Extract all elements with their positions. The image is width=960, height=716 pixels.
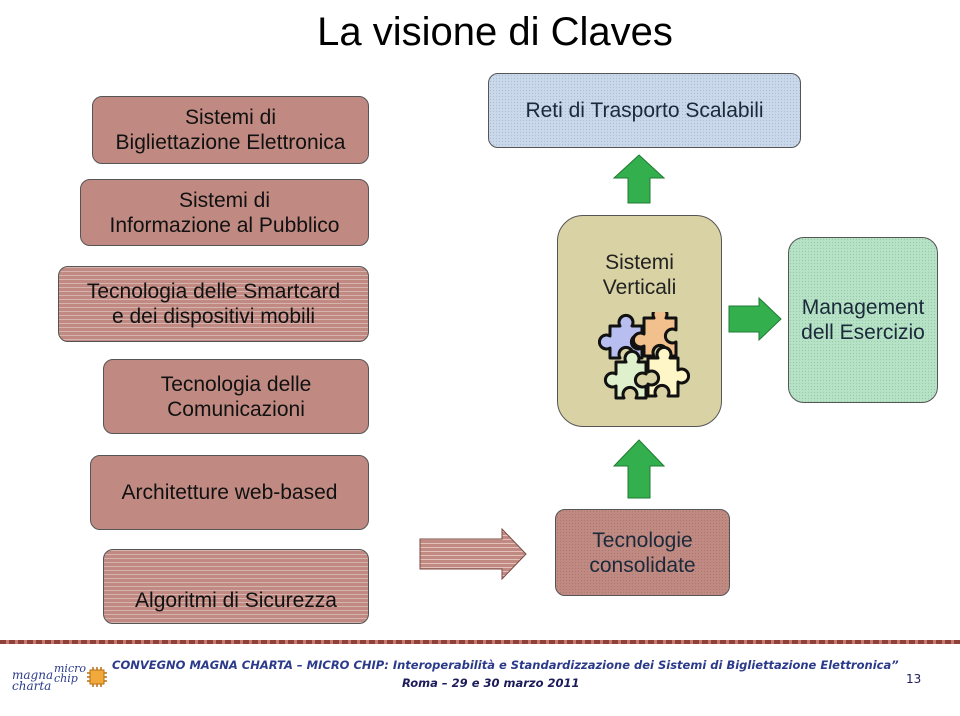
page-number: 13 bbox=[906, 672, 922, 686]
box-web-based: Architetture web-based bbox=[90, 455, 369, 530]
box-management: Management dell Esercizio bbox=[788, 237, 938, 403]
box-comunicazioni: Tecnologia delle Comunicazioni bbox=[103, 359, 369, 434]
box-smartcard-label: Tecnologia delle Smartcard e dei disposi… bbox=[86, 280, 341, 328]
magna-charta-micro-chip-logo: magna charta micro chip bbox=[10, 660, 110, 700]
box-informazione: Sistemi di Informazione al Pubblico bbox=[80, 179, 369, 246]
arrow-up-icon bbox=[612, 154, 666, 204]
footer-divider bbox=[0, 640, 960, 644]
logo-magna-charta: magna charta bbox=[12, 668, 54, 693]
arrow-right-striped-icon bbox=[419, 527, 527, 581]
logo-micro-chip: micro chip bbox=[54, 662, 86, 685]
box-sicurezza: Algoritmi di Sicurezza bbox=[103, 549, 369, 624]
box-bigliettazione: Sistemi di Bigliettazione Elettronica bbox=[92, 96, 369, 164]
box-tecnologie-consolidate-label: Tecnologie consolidate bbox=[589, 528, 696, 577]
box-sistemi-verticali-label: Sistemi Verticali bbox=[602, 251, 677, 299]
box-tecnologie-consolidate: Tecnologie consolidate bbox=[555, 509, 730, 596]
box-management-label: Management dell Esercizio bbox=[801, 296, 925, 344]
arrow-right-icon bbox=[728, 296, 782, 342]
box-informazione-label: Sistemi di Informazione al Pubblico bbox=[109, 188, 340, 237]
box-comunicazioni-label: Tecnologia delle Comunicazioni bbox=[160, 372, 312, 421]
box-reti-trasporto: Reti di Trasporto Scalabili bbox=[488, 73, 801, 148]
box-bigliettazione-label: Sistemi di Bigliettazione Elettronica bbox=[115, 106, 346, 154]
box-reti-trasporto-label: Reti di Trasporto Scalabili bbox=[525, 99, 764, 122]
footer-caption: CONVEGNO MAGNA CHARTA – MICRO CHIP: Inte… bbox=[112, 656, 899, 692]
arrow-up-icon-lower bbox=[612, 439, 666, 499]
puzzle-icon bbox=[598, 312, 690, 400]
box-web-based-label: Architetture web-based bbox=[121, 481, 338, 504]
box-sicurezza-label: Algoritmi di Sicurezza bbox=[135, 589, 337, 612]
footer-line-2: Roma – 29 e 30 marzo 2011 bbox=[402, 676, 580, 690]
chip-icon bbox=[87, 667, 107, 687]
footer-line-1: CONVEGNO MAGNA CHARTA – MICRO CHIP: Inte… bbox=[112, 658, 899, 672]
slide-title: La visione di Claves bbox=[317, 10, 673, 54]
box-smartcard: Tecnologia delle Smartcard e dei disposi… bbox=[58, 266, 369, 342]
